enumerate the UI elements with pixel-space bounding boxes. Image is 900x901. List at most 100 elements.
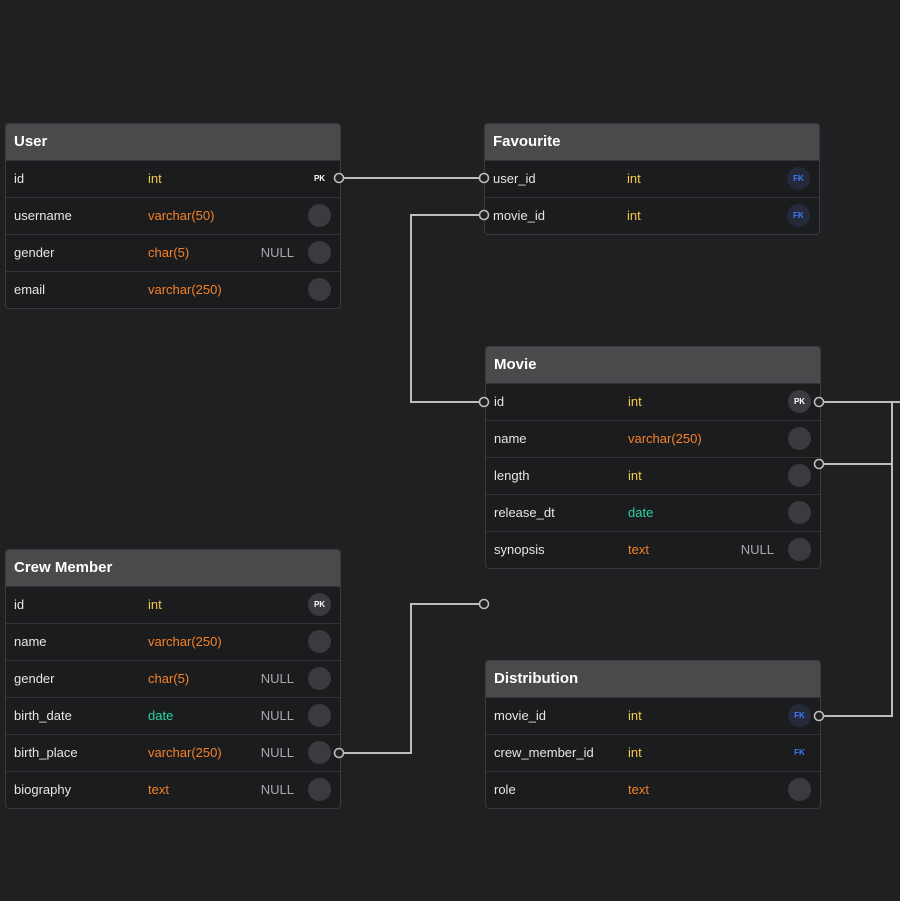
fk-badge: FK: [787, 167, 810, 190]
column-type: int: [627, 171, 641, 186]
column-type: char(5): [148, 245, 190, 260]
column-type: varchar(250): [148, 634, 222, 649]
column-name: birth_place: [14, 745, 78, 760]
connector-crew-distribution: [339, 603, 484, 754]
column-type: int: [148, 597, 162, 612]
table-favourite[interactable]: Favourite user_id int FK movie_id int FK: [484, 123, 820, 235]
fk-badge: FK: [787, 204, 810, 227]
column-name: movie_id: [493, 208, 546, 223]
column-type: char(5): [148, 671, 190, 686]
key-badge-empty: [308, 241, 331, 264]
table-row[interactable]: role text: [486, 771, 820, 808]
key-badge-empty: [308, 204, 331, 227]
column-type: int: [628, 745, 642, 760]
column-type: int: [627, 208, 641, 223]
column-name: gender: [14, 245, 55, 260]
pk-badge: PK: [788, 390, 811, 413]
table-title[interactable]: Crew Member: [6, 550, 340, 586]
column-name: release_dt: [494, 505, 555, 520]
key-badge-empty: [788, 427, 811, 450]
table-distribution[interactable]: Distribution movie_id int FK crew_member…: [485, 660, 821, 809]
fk-badge: FK: [794, 748, 805, 757]
connector-movie-distribution: [819, 401, 893, 717]
column-type: varchar(250): [628, 431, 702, 446]
column-name: length: [494, 468, 530, 483]
table-row[interactable]: release_dt date: [486, 494, 820, 531]
table-row[interactable]: username varchar(50): [6, 197, 340, 234]
pk-badge: PK: [313, 174, 326, 183]
table-row[interactable]: email varchar(250): [6, 271, 340, 308]
nullable-label: NULL: [260, 245, 294, 260]
column-name: email: [14, 282, 46, 297]
table-row[interactable]: id int PK: [6, 160, 340, 197]
table-row[interactable]: birth_place varchar(250) NULL: [6, 734, 340, 771]
table-row[interactable]: user_id int FK: [485, 160, 819, 197]
table-title[interactable]: Favourite: [485, 124, 819, 160]
table-title[interactable]: User: [6, 124, 340, 160]
table-row[interactable]: gender char(5) NULL: [6, 234, 340, 271]
nullable-label: NULL: [260, 671, 294, 686]
key-badge-empty: [788, 778, 811, 801]
nullable-label: NULL: [260, 745, 294, 760]
column-name: birth_date: [14, 708, 72, 723]
column-name: name: [14, 634, 47, 649]
table-row[interactable]: gender char(5) NULL: [6, 660, 340, 697]
column-name: crew_member_id: [494, 745, 594, 760]
fk-badge: FK: [788, 704, 811, 727]
table-row[interactable]: length int: [486, 457, 820, 494]
column-type: text: [628, 782, 649, 797]
connector-movie-favourite: [410, 214, 484, 403]
column-type: text: [628, 542, 649, 557]
table-title[interactable]: Movie: [486, 347, 820, 383]
column-type: date: [628, 505, 654, 520]
column-name: id: [14, 171, 25, 186]
column-name: role: [494, 782, 516, 797]
column-name: synopsis: [494, 542, 545, 557]
column-name: username: [14, 208, 72, 223]
column-type: int: [628, 708, 642, 723]
table-crew-member[interactable]: Crew Member id int PK name varchar(250) …: [5, 549, 341, 809]
column-name: id: [14, 597, 25, 612]
table-row[interactable]: movie_id int FK: [485, 197, 819, 234]
key-badge-empty: [308, 630, 331, 653]
table-row[interactable]: birth_date date NULL: [6, 697, 340, 734]
table-row[interactable]: id int PK: [6, 586, 340, 623]
column-name: gender: [14, 671, 55, 686]
column-name: movie_id: [494, 708, 547, 723]
column-name: user_id: [493, 171, 536, 186]
column-type: int: [628, 468, 642, 483]
column-name: biography: [14, 782, 72, 797]
table-movie[interactable]: Movie id int PK name varchar(250) length…: [485, 346, 821, 569]
key-badge-empty: [308, 704, 331, 727]
column-type: text: [148, 782, 169, 797]
column-type: varchar(250): [148, 745, 222, 760]
column-name: name: [494, 431, 527, 446]
column-type: date: [148, 708, 174, 723]
key-badge-empty: [308, 778, 331, 801]
table-row[interactable]: synopsis text NULL: [486, 531, 820, 568]
column-type: int: [628, 394, 642, 409]
key-badge-empty: [308, 667, 331, 690]
key-badge-empty: [308, 741, 331, 764]
key-badge-empty: [788, 501, 811, 524]
key-badge-empty: [788, 464, 811, 487]
column-type: int: [148, 171, 162, 186]
nullable-label: NULL: [740, 542, 774, 557]
pk-badge: PK: [308, 593, 331, 616]
table-row[interactable]: crew_member_id int FK: [486, 734, 820, 771]
table-row[interactable]: name varchar(250): [486, 420, 820, 457]
table-row[interactable]: id int PK: [486, 383, 820, 420]
table-row[interactable]: biography text NULL: [6, 771, 340, 808]
table-row[interactable]: movie_id int FK: [486, 697, 820, 734]
table-row[interactable]: name varchar(250): [6, 623, 340, 660]
key-badge-empty: [308, 278, 331, 301]
column-type: varchar(250): [148, 282, 222, 297]
connector-endpoint: [478, 598, 490, 610]
column-type: varchar(50): [148, 208, 215, 223]
key-badge-empty: [788, 538, 811, 561]
nullable-label: NULL: [260, 708, 294, 723]
table-title[interactable]: Distribution: [486, 661, 820, 697]
table-user[interactable]: User id int PK username varchar(50) gend…: [5, 123, 341, 309]
column-name: id: [494, 394, 505, 409]
